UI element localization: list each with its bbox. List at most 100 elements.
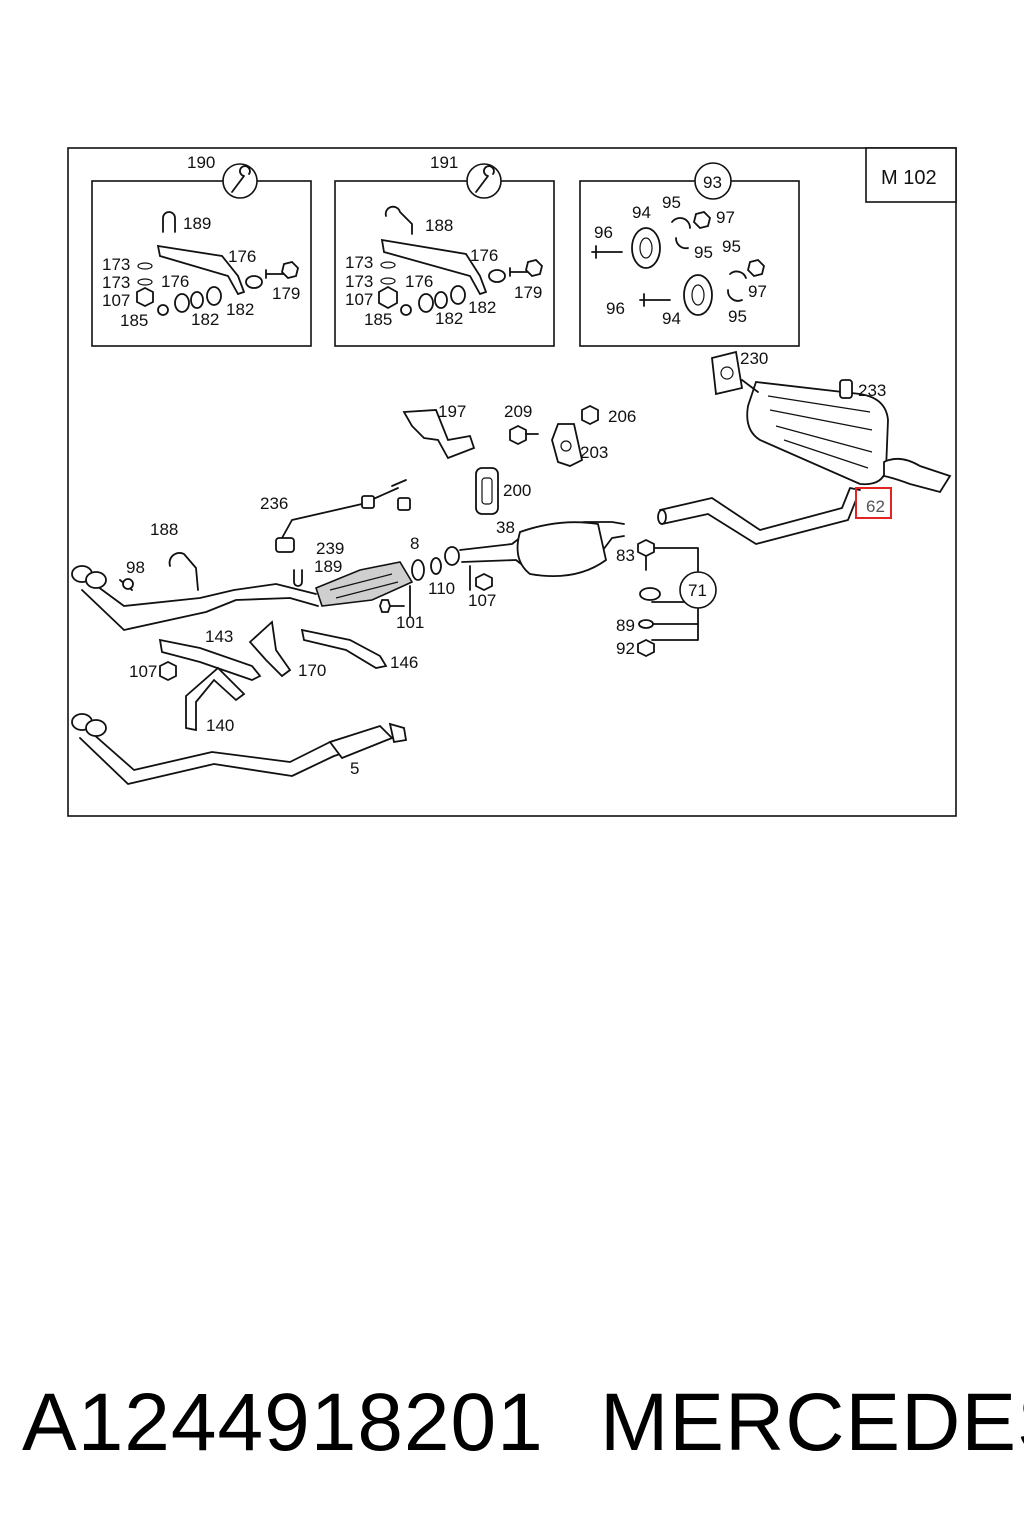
label-95a: 95 [662, 193, 681, 212]
label-176a: 176 [228, 247, 256, 266]
label-188: 188 [425, 216, 453, 235]
callout-107a: 107 [468, 591, 496, 610]
bracket-197[interactable]: 197 [402, 402, 476, 460]
bumper-233[interactable]: 233 [839, 379, 886, 400]
label-95c: 95 [722, 237, 741, 256]
label-182a: 182 [435, 309, 463, 328]
callout-98: 98 [126, 558, 145, 577]
engine-code: M 102 [881, 167, 937, 189]
label-107: 107 [345, 290, 373, 309]
callout-101: 101 [396, 613, 424, 632]
hanger-200[interactable]: 200 [475, 467, 531, 515]
bolt-209[interactable]: 209 [504, 402, 539, 446]
rear-muffler[interactable] [657, 381, 952, 545]
label-182b: 182 [226, 300, 254, 319]
callout-200: 200 [503, 481, 531, 500]
label-94a: 94 [632, 203, 651, 222]
kit-93[interactable]: 93 95 94 97 96 95 95 97 96 94 95 [579, 162, 800, 347]
callout-233: 233 [858, 381, 886, 400]
bolt-98[interactable]: 98 [119, 558, 145, 591]
label-95b: 95 [694, 243, 713, 262]
label-97a: 97 [716, 208, 735, 227]
hardware-kit-71[interactable]: 71 83 89 92 [616, 538, 717, 658]
callout-38: 38 [496, 518, 515, 537]
label-97b: 97 [748, 282, 767, 301]
callout-5: 5 [350, 759, 359, 778]
callout-83: 83 [616, 546, 635, 565]
label-173b: 173 [102, 273, 130, 292]
catalytic-converter-8[interactable]: 8 [315, 534, 419, 607]
callout-143: 143 [205, 627, 233, 646]
label-176a: 176 [470, 246, 498, 265]
label-173b: 173 [345, 272, 373, 291]
exhaust-parts-diagram: M 102 190 189 176 173 173 176 107 179 18… [67, 147, 957, 817]
callout-107b: 107 [129, 662, 157, 681]
nut-107a[interactable]: 107 [468, 565, 496, 610]
callout-170: 170 [298, 661, 326, 680]
label-94b: 94 [662, 309, 681, 328]
clip-188[interactable]: 188 [150, 520, 199, 591]
label-182a: 182 [191, 310, 219, 329]
highlighted-part-62[interactable]: 62 [855, 487, 892, 519]
callout-71: 71 [688, 581, 707, 600]
callout-92: 92 [616, 639, 635, 658]
bolt-206[interactable]: 206 [581, 404, 636, 426]
callout-188: 188 [150, 520, 178, 539]
callout-236: 236 [260, 494, 288, 513]
callout-239: 239 [316, 539, 344, 558]
callout-206: 206 [608, 407, 636, 426]
clamp-110[interactable]: 110 [411, 546, 460, 598]
label-182b: 182 [468, 298, 496, 317]
label-96a: 96 [594, 223, 613, 242]
kit-190[interactable]: 190 189 176 173 173 176 107 179 185 182 … [91, 153, 312, 347]
label-173a: 173 [345, 253, 373, 272]
callout-89: 89 [616, 616, 635, 635]
callout-197: 197 [438, 402, 466, 421]
callout-140: 140 [206, 716, 234, 735]
diagram-frame [67, 147, 957, 817]
wrench-icon [466, 163, 502, 199]
label-176b: 176 [405, 272, 433, 291]
wrench-icon [222, 163, 258, 199]
label-189: 189 [183, 214, 211, 233]
label-179: 179 [272, 284, 300, 303]
center-pipe-38[interactable]: 38 [459, 518, 625, 577]
label-107: 107 [102, 291, 130, 310]
callout-230: 230 [740, 349, 768, 368]
callout-209: 209 [504, 402, 532, 421]
label-185: 185 [120, 311, 148, 330]
part-number: A1244918201 [22, 1377, 544, 1468]
callout-203: 203 [580, 443, 608, 462]
kit-number-circle: 93 [694, 162, 732, 200]
callout-146: 146 [390, 653, 418, 672]
hanger-203[interactable]: 203 [551, 423, 608, 467]
callout-110: 110 [428, 579, 455, 598]
bolt-101[interactable]: 101 [379, 585, 424, 632]
label-176b: 176 [161, 272, 189, 291]
engine-code-box: M 102 [865, 147, 957, 203]
label-95d: 95 [728, 307, 747, 326]
highlighted-part-label: 62 [866, 497, 885, 516]
nut-107b[interactable]: 107 [129, 660, 177, 682]
label-173a: 173 [102, 255, 130, 274]
bracket-146[interactable]: 146 [300, 628, 418, 672]
bracket-143[interactable]: 143 [158, 627, 262, 681]
kit-number: 93 [703, 173, 722, 192]
kit-number: 190 [187, 153, 215, 172]
front-pipe-upper[interactable] [71, 565, 319, 631]
bracket-170[interactable]: 170 [248, 620, 326, 680]
u-bolt-189[interactable] [293, 569, 303, 587]
label-179: 179 [514, 283, 542, 302]
bracket-140[interactable]: 140 [185, 666, 246, 735]
label-96b: 96 [606, 299, 625, 318]
callout-189: 189 [314, 557, 342, 576]
rubber-mount-230[interactable]: 230 [711, 349, 768, 396]
footer-caption: A1244918201 MERCEDES [22, 1368, 1024, 1478]
front-pipe-5[interactable]: 5 [71, 713, 408, 785]
callout-8: 8 [410, 534, 419, 553]
label-185: 185 [364, 310, 392, 329]
kit-191[interactable]: 191 188 176 173 173 176 107 179 185 182 … [334, 153, 555, 347]
lambda-sensor-236[interactable]: 236 [260, 479, 411, 553]
brand-name: MERCEDES [600, 1377, 1024, 1468]
kit-number: 191 [430, 153, 458, 172]
